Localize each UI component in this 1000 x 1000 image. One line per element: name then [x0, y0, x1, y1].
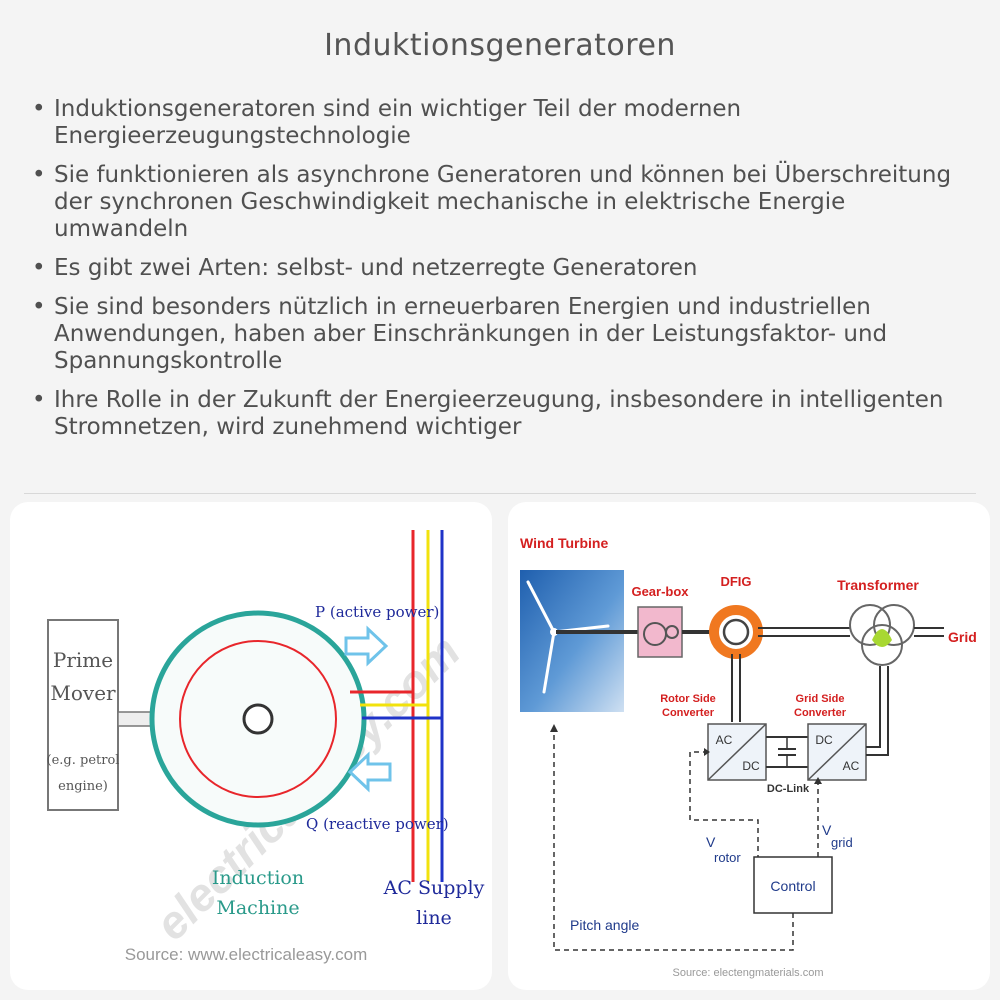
induction-machine-diagram: electricaleasy.com Prime Mover (e.g. pet…	[10, 502, 492, 990]
signal-arrow	[704, 748, 710, 756]
wind-turbine-label: Wind Turbine	[520, 535, 608, 551]
dfig-diagram: Wind Turbine Gear-box DFIG Transformer G…	[508, 502, 990, 990]
signal-arrow	[814, 777, 822, 784]
bullet-item: Induktionsgeneratoren sind ein wichtiger…	[30, 96, 975, 150]
control-label: Control	[770, 878, 815, 894]
rsc-dc: DC	[742, 759, 760, 773]
dfig-rotor	[722, 618, 750, 646]
gsc-dc: DC	[815, 733, 833, 747]
prime-mover-box	[47, 619, 119, 811]
section-divider	[24, 493, 976, 494]
active-power-arrow	[344, 625, 389, 667]
rotor-converter-label: Converter	[662, 707, 715, 719]
rotor-circle	[179, 640, 337, 798]
v-grid-label: V	[822, 822, 832, 838]
reactive-power-label: Q (reactive power)	[306, 815, 449, 833]
machine-label: Induction	[212, 867, 304, 889]
prime-mover-example: (e.g. petrol	[47, 753, 120, 768]
pitch-arrow	[550, 724, 558, 732]
prime-mover-example: engine)	[58, 779, 108, 794]
source-caption: Source: www.electricaleasy.com	[125, 945, 368, 964]
source-caption: Source: electengmaterials.com	[672, 967, 823, 979]
control-signal-lines	[553, 728, 819, 951]
pitch-angle-label: Pitch angle	[570, 917, 639, 933]
bullet-item: Ihre Rolle in der Zukunft der Energieerz…	[30, 387, 975, 441]
reactive-power-arrow	[347, 751, 392, 793]
active-power-label: P (active power)	[315, 603, 439, 621]
bullet-item: Sie sind besonders nützlich in erneuerba…	[30, 294, 975, 375]
page-title: Induktionsgeneratoren	[324, 28, 676, 63]
grid-label: Grid	[948, 629, 977, 645]
transformer-symbol	[849, 604, 915, 666]
gsc-line	[866, 666, 889, 756]
gsc-line	[866, 666, 881, 748]
dfig-stator	[709, 605, 763, 659]
control-box	[753, 856, 833, 914]
wind-turbine-image	[520, 570, 624, 712]
v-rotor-label: V	[706, 834, 716, 850]
machine-label: Machine	[216, 897, 299, 919]
gear-icon	[665, 625, 679, 639]
gearbox-label: Gear-box	[631, 584, 689, 599]
supply-label: line	[416, 907, 452, 929]
rotor-converter-label: Rotor Side	[660, 693, 716, 705]
dfig-label: DFIG	[720, 574, 751, 589]
shaft-circle	[242, 703, 274, 735]
dfig-svg: Wind Turbine Gear-box DFIG Transformer G…	[520, 535, 977, 979]
v-rotor-sub: rotor	[714, 850, 741, 865]
supply-label: AC Supply	[383, 877, 485, 899]
induction-machine-svg: electricaleasy.com Prime Mover (e.g. pet…	[47, 530, 485, 964]
converter-diagonal	[707, 723, 767, 781]
gsc-ac: AC	[843, 759, 860, 773]
bullet-list: Induktionsgeneratoren sind ein wichtiger…	[30, 96, 975, 453]
converter-diagonal	[807, 723, 867, 781]
grid-converter-label: Converter	[794, 707, 847, 719]
bullet-item: Es gibt zwei Arten: selbst- und netzerre…	[30, 255, 975, 282]
transformer-core	[872, 629, 892, 647]
dc-link-label: DC-Link	[767, 783, 810, 795]
rsc-ac: AC	[716, 733, 733, 747]
transformer-label: Transformer	[837, 577, 919, 593]
bullet-item: Sie funktionieren als asynchrone Generat…	[30, 162, 975, 243]
v-grid-sub: grid	[831, 835, 853, 850]
grid-converter-label: Grid Side	[796, 693, 845, 705]
prime-mover-label: Mover	[50, 681, 116, 705]
prime-mover-label: Prime	[53, 648, 113, 672]
